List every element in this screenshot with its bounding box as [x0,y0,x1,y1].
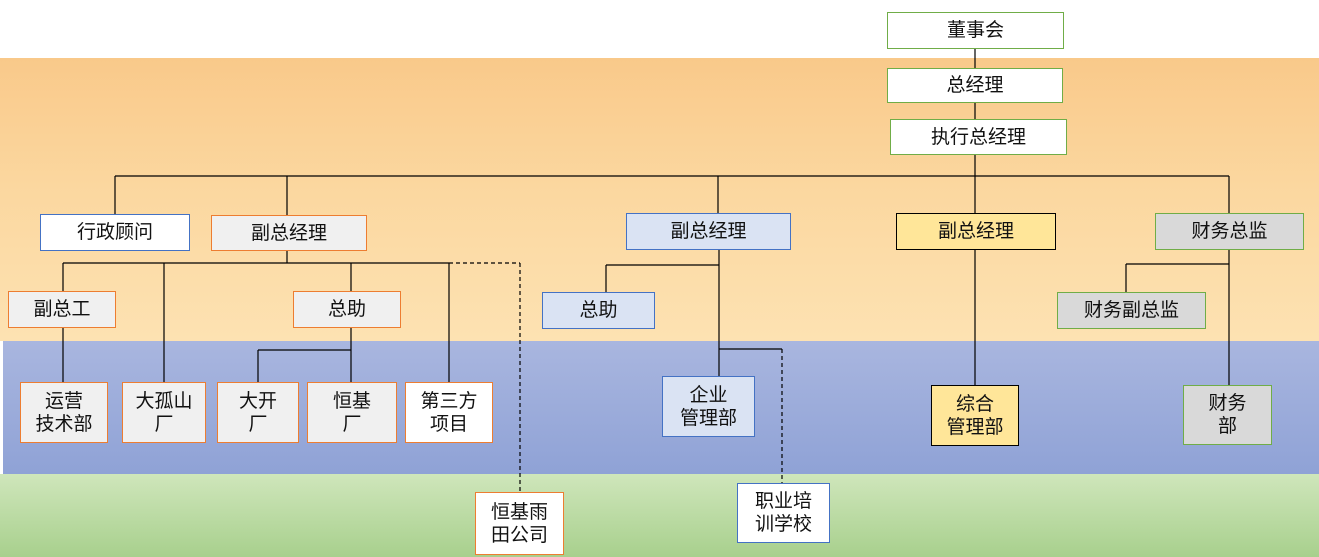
assistant-gm-2-label: 总助 [579,299,618,322]
assistant-gm-1-box: 总助 [293,291,401,328]
dakai-plant-label: 大开 厂 [238,389,277,435]
deputy-chief-engineer-box: 副总工 [8,291,116,328]
executive-gm-label: 执行总经理 [930,125,1026,148]
assistant-gm-1-label: 总助 [327,298,366,321]
deputy-gm-1-box: 副总经理 [211,215,367,251]
deputy-gm-2-box: 副总经理 [626,213,791,250]
deputy-gm-3-label: 副总经理 [937,220,1014,243]
enterprise-mgmt-dept-label: 企业 管理部 [679,383,737,429]
ops-tech-dept-label: 运营 技术部 [35,389,93,435]
deputy-cfo-label: 财务副总监 [1083,299,1179,322]
deputy-cfo-box: 财务副总监 [1057,292,1206,329]
third-party-projects-box: 第三方 项目 [405,382,493,443]
admin-advisor-label: 行政顾问 [76,221,153,244]
dakai-plant-box: 大开 厂 [217,382,299,443]
cfo-box: 财务总监 [1155,213,1304,250]
assistant-gm-2-box: 总助 [542,292,655,329]
vocational-school-label: 职业培 训学校 [754,490,812,535]
general-mgmt-dept-box: 综合 管理部 [931,385,1019,446]
board-label: 董事会 [946,19,1004,42]
third-party-projects-label: 第三方 项目 [420,389,478,435]
general-mgmt-dept-label: 综合 管理部 [946,392,1004,438]
ops-tech-dept-box: 运营 技术部 [20,382,108,443]
hengji-plant-label: 恒基 厂 [332,389,371,435]
general-manager-box: 总经理 [887,68,1063,103]
executive-gm-box: 执行总经理 [890,119,1067,155]
dagushan-plant-label: 大孤山 厂 [135,389,193,435]
top-band [0,0,1319,58]
finance-dept-label: 财务 部 [1208,392,1247,437]
cfo-label: 财务总监 [1191,220,1268,243]
enterprise-mgmt-dept-box: 企业 管理部 [662,376,755,437]
deputy-gm-3-box: 副总经理 [896,213,1056,250]
hengji-yutian-company-box: 恒基雨 田公司 [475,492,564,555]
dagushan-plant-box: 大孤山 厂 [122,382,206,443]
deputy-gm-1-label: 副总经理 [250,221,327,244]
deputy-gm-2-label: 副总经理 [670,220,747,243]
general-manager-label: 总经理 [946,74,1004,97]
admin-advisor-box: 行政顾问 [40,214,190,251]
hengji-plant-box: 恒基 厂 [307,382,397,443]
deputy-chief-engineer-label: 副总工 [33,298,91,321]
board-box: 董事会 [887,12,1064,49]
vocational-school-box: 职业培 训学校 [737,483,830,543]
subsidiary-band [0,474,1319,557]
hengji-yutian-company-label: 恒基雨 田公司 [490,500,548,546]
finance-dept-box: 财务 部 [1183,385,1272,445]
